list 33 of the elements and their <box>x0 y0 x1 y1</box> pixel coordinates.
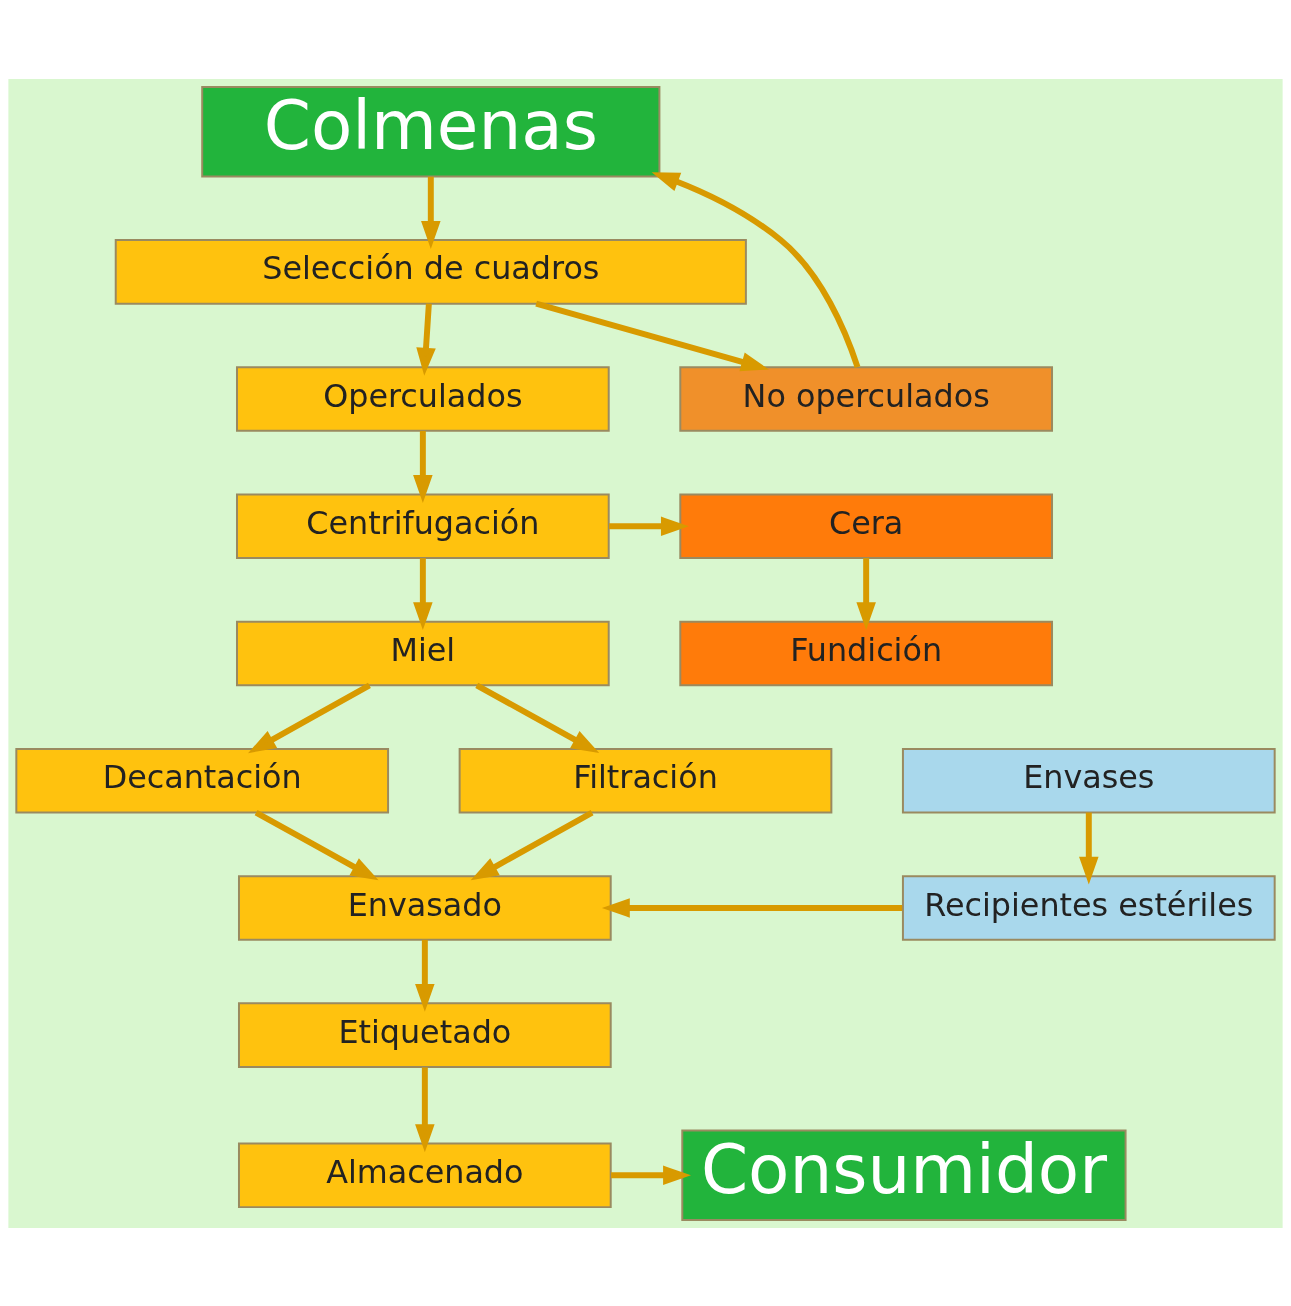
node-box: Centrifugación <box>236 492 610 559</box>
node-box: Envases <box>901 747 1276 814</box>
node-box: Recipientes estériles <box>901 874 1276 941</box>
arrow <box>416 302 436 376</box>
arrow <box>254 809 379 880</box>
node-box: Miel <box>236 620 610 686</box>
arrow <box>413 557 433 630</box>
node-box: Fundición <box>679 620 1053 686</box>
node-box: Cera <box>679 492 1053 559</box>
node-box: Etiquetado <box>238 1001 612 1068</box>
arrow <box>651 171 861 368</box>
node-box: Selección de cuadros <box>114 238 747 305</box>
arrow <box>415 939 435 1012</box>
arrow <box>535 300 769 371</box>
arrow <box>611 1165 691 1185</box>
node-box: Almacenado <box>238 1142 612 1208</box>
arrow <box>413 430 433 503</box>
node-box: Colmenas <box>201 85 661 177</box>
node-box: No operculados <box>679 365 1053 432</box>
arrow <box>248 682 371 753</box>
node-box: Operculados <box>236 365 610 432</box>
arrow <box>856 557 876 630</box>
arrow <box>475 682 600 753</box>
arrow <box>421 176 441 249</box>
node-box: Filtración <box>458 747 833 814</box>
arrow <box>609 516 689 536</box>
arrow <box>601 897 903 918</box>
arrow <box>470 809 594 880</box>
node-box: Decantación <box>15 747 390 814</box>
node-box: Consumidor <box>681 1129 1127 1221</box>
arrow <box>1079 812 1099 885</box>
node-box: Envasado <box>238 874 612 941</box>
arrow <box>415 1066 435 1152</box>
